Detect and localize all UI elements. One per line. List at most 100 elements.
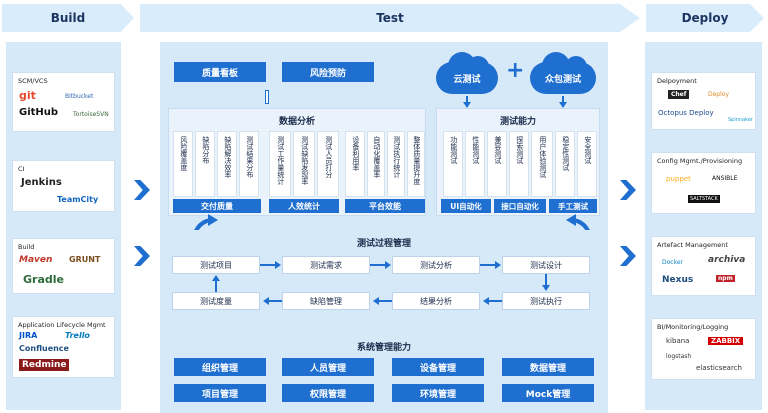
confluence-logo: Confluence bbox=[19, 344, 69, 353]
flow-step: 测试度量 bbox=[172, 292, 260, 310]
chevron-right-icon bbox=[134, 246, 150, 266]
arrow-right-icon bbox=[385, 261, 391, 269]
flow-step: 测试执行 bbox=[502, 292, 590, 310]
zabbix-logo: ZABBIX bbox=[708, 337, 744, 345]
config-card: Config Mgmt./Provisioning puppet ANSIBLE… bbox=[651, 152, 756, 214]
data-management: 数据管理 bbox=[502, 358, 594, 376]
saltstack-logo: SALTSTACK bbox=[688, 195, 720, 203]
flow-step: 测试设计 bbox=[502, 256, 590, 274]
build-banner: Build bbox=[2, 4, 134, 32]
tc-cell: 功能测试 bbox=[443, 131, 463, 197]
arrow-down-icon bbox=[562, 96, 564, 104]
mock-management: Mock管理 bbox=[502, 384, 594, 402]
ci-card: CI Jenkins TeamCity bbox=[12, 160, 115, 212]
arrow-up-icon bbox=[215, 280, 217, 292]
grunt-logo: GRUNT bbox=[69, 255, 101, 264]
arrow-down-icon bbox=[542, 285, 550, 291]
arrow-right-icon bbox=[495, 261, 501, 269]
risk-prevention: 风险预防 bbox=[282, 62, 374, 82]
arrow-right-icon bbox=[275, 261, 281, 269]
efficiency-stats-tag: 人效统计 bbox=[269, 199, 339, 213]
archiva-logo: archiva bbox=[708, 255, 746, 265]
tortoisesvn-logo: TortoiseSVN bbox=[73, 111, 109, 118]
da-cell: 自动化覆盖率 bbox=[367, 131, 385, 197]
quality-board: 质量看板 bbox=[174, 62, 266, 82]
spinnaker-logo: Spinnaker bbox=[728, 117, 753, 123]
tc-cell: 安全测试 bbox=[577, 131, 597, 197]
bi-card: BI/Monitoring/Logging kibana ZABBIX logs… bbox=[651, 318, 756, 380]
da-cell: 设备利用率 bbox=[345, 131, 365, 197]
project-management: 项目管理 bbox=[174, 384, 266, 402]
github-logo: GitHub bbox=[19, 107, 59, 118]
arrow-right-icon bbox=[260, 264, 276, 266]
arrow-up-icon bbox=[212, 275, 220, 281]
chevron-right-icon bbox=[620, 180, 636, 200]
trello-logo: Trello bbox=[65, 331, 90, 340]
system-section: 系统管理能力 组织管理 人员管理 设备管理 数据管理 项目管理 权限管理 环境管… bbox=[160, 332, 608, 413]
alm-card: Application Lifecycle Mgmt JIRA Trello C… bbox=[12, 316, 115, 378]
arrow-down-icon bbox=[545, 274, 547, 286]
ansible-logo: ANSIBLE bbox=[712, 175, 738, 182]
deploy-column: Delpoyment Chef Deploy Octopus Deploy Sp… bbox=[645, 42, 762, 410]
maven-logo: Maven bbox=[19, 255, 53, 265]
da-cell: 缺陷分布 bbox=[195, 131, 215, 197]
artefact-card: Artefact Management Docker archiva Nexus… bbox=[651, 236, 756, 296]
da-cell: 测试人员打分 bbox=[317, 131, 339, 197]
da-cell: 整体质量提升度 bbox=[407, 131, 425, 197]
tc-cell: 性能测试 bbox=[465, 131, 485, 197]
tc-cell: 探索测试 bbox=[509, 131, 529, 197]
jenkins-logo: Jenkins bbox=[21, 177, 62, 188]
plus-icon: + bbox=[506, 58, 525, 83]
permission-management: 权限管理 bbox=[282, 384, 374, 402]
staff-management: 人员管理 bbox=[282, 358, 374, 376]
chevron-right-icon bbox=[620, 246, 636, 266]
da-cell: 缺陷解决效率 bbox=[217, 131, 237, 197]
arrow-left-icon bbox=[483, 297, 489, 305]
npm-logo: npm bbox=[716, 275, 735, 282]
arrow-down-icon bbox=[559, 102, 567, 108]
arrow-right-icon bbox=[370, 264, 386, 266]
arrow-left-icon bbox=[378, 300, 392, 302]
flow-step: 测试需求 bbox=[282, 256, 370, 274]
elasticsearch-logo: elasticsearch bbox=[696, 364, 742, 372]
device-management: 设备管理 bbox=[392, 358, 484, 376]
git-logo: git bbox=[19, 89, 36, 102]
arrow-down-icon bbox=[466, 96, 468, 104]
test-panel: 质量看板 风险预防 云测试 + 众包测试 数据分析 风险覆盖度 缺陷分布 缺陷解… bbox=[160, 42, 608, 413]
double-arrow-icon bbox=[265, 90, 269, 104]
environment-management: 环境管理 bbox=[392, 384, 484, 402]
puppet-logo: puppet bbox=[666, 175, 691, 183]
deploy-logo: Deploy bbox=[708, 91, 730, 98]
platform-efficiency-tag: 平台效能 bbox=[345, 199, 425, 213]
logstash-logo: logstash bbox=[666, 353, 692, 360]
manual-test-tag: 手工测试 bbox=[549, 199, 597, 213]
teamcity-logo: TeamCity bbox=[57, 195, 99, 204]
arrow-left-icon bbox=[488, 300, 502, 302]
build-tools-card: Build Maven GRUNT Gradle bbox=[12, 238, 115, 294]
build-column: SCM/VCS git GitHub Bitbucket TortoiseSVN… bbox=[6, 42, 121, 410]
delivery-quality-tag: 交付质量 bbox=[173, 199, 261, 213]
da-cell: 风险覆盖度 bbox=[173, 131, 193, 197]
deployment-card: Delpoyment Chef Deploy Octopus Deploy Sp… bbox=[651, 72, 756, 130]
flow-step: 缺陷管理 bbox=[282, 292, 370, 310]
arrow-right-icon bbox=[480, 264, 496, 266]
da-cell: 测试结果分布 bbox=[239, 131, 259, 197]
arrow-left-icon bbox=[373, 297, 379, 305]
flow-step: 测试项目 bbox=[172, 256, 260, 274]
chevron-right-icon bbox=[134, 180, 150, 200]
crowd-test-cloud: 众包测试 bbox=[530, 52, 596, 94]
redmine-logo: Redmine bbox=[19, 359, 70, 371]
org-management: 组织管理 bbox=[174, 358, 266, 376]
data-analysis-section: 数据分析 风险覆盖度 缺陷分布 缺陷解决效率 测试结果分布 测试工作量统计 测试… bbox=[168, 108, 426, 216]
test-banner: Test bbox=[140, 4, 640, 32]
flow-step: 测试分析 bbox=[392, 256, 480, 274]
octopus-deploy-logo: Octopus Deploy bbox=[658, 109, 714, 117]
scm-card: SCM/VCS git GitHub Bitbucket TortoiseSVN bbox=[12, 72, 115, 132]
ui-automation-tag: UI自动化 bbox=[441, 199, 491, 213]
test-capability-section: 测试能力 功能测试 性能测试 兼容测试 探索测试 用户体验测试 稳定性测试 安全… bbox=[436, 108, 600, 216]
deploy-banner: Deploy bbox=[646, 4, 764, 32]
api-automation-tag: 接口自动化 bbox=[494, 199, 546, 213]
arrow-left-icon bbox=[263, 297, 269, 305]
nexus-logo: Nexus bbox=[662, 275, 694, 285]
jira-logo: JIRA bbox=[19, 331, 38, 340]
